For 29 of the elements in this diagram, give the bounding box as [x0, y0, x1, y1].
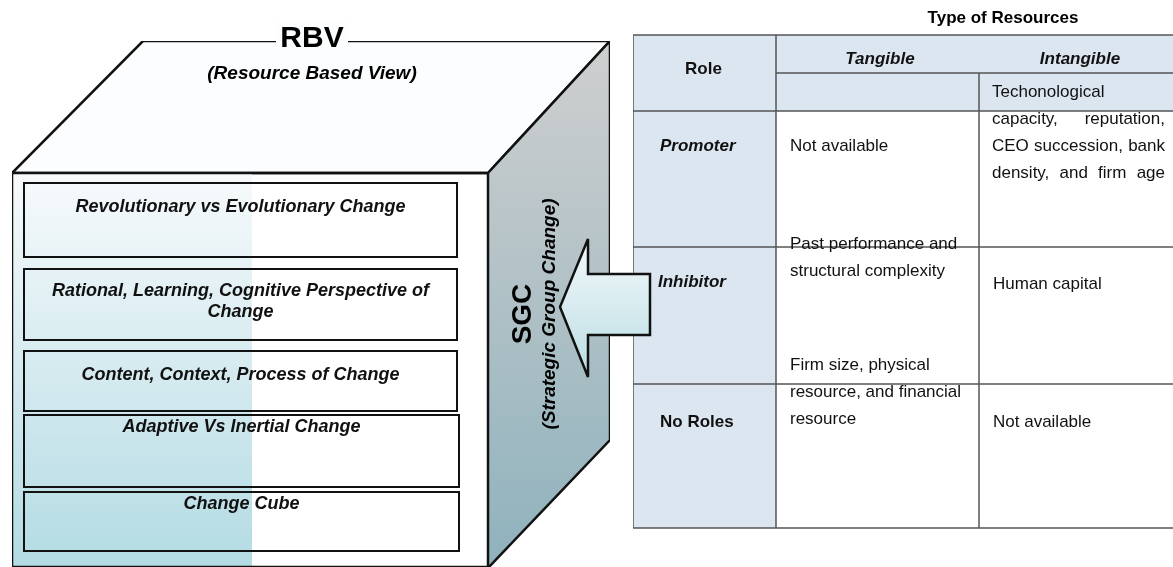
box-text: Adaptive Vs Inertial Change: [122, 416, 361, 437]
resource-table: [633, 8, 1173, 529]
change-box: [23, 491, 460, 552]
box-text: Change Cube: [183, 493, 300, 514]
cube-subtitle: (Resource Based View): [207, 62, 417, 83]
box-text: Revolutionary vs Evolutionary Change: [75, 196, 406, 217]
cell-text: Past performance and structural complexity: [790, 233, 959, 282]
change-box: [23, 268, 458, 341]
table-heading: Type of Resources: [927, 8, 1079, 27]
column-header: Role: [685, 58, 722, 80]
cell-text: Human capital: [993, 273, 1102, 295]
change-box: [23, 414, 460, 488]
cell-text: Not available: [790, 135, 889, 157]
face-title: SGC: [508, 282, 536, 347]
row-header: No Roles: [660, 411, 734, 433]
cell-text: Not available: [993, 411, 1092, 433]
cell-text: Firm size, physical resource, and financial resource: [790, 354, 963, 430]
change-box: [23, 182, 458, 258]
block-arrow: [558, 237, 652, 379]
box-text: Rational, Learning, Cognitive Perspective of Change: [50, 280, 432, 322]
face-subtitle: (Strategic Group Change): [537, 197, 560, 432]
row-header: Inhibitor: [658, 271, 726, 293]
change-box: [23, 350, 458, 412]
cell-text: Techonological capacity, reputation, CEO succession, bank density, and firm age: [992, 82, 1165, 182]
column-header: Tangible: [845, 48, 915, 70]
column-header: Intangible: [1039, 48, 1121, 70]
row-header: Promoter: [660, 135, 736, 157]
box-text: Content, Context, Process of Change: [81, 364, 400, 385]
cube-side-face: [488, 41, 610, 567]
